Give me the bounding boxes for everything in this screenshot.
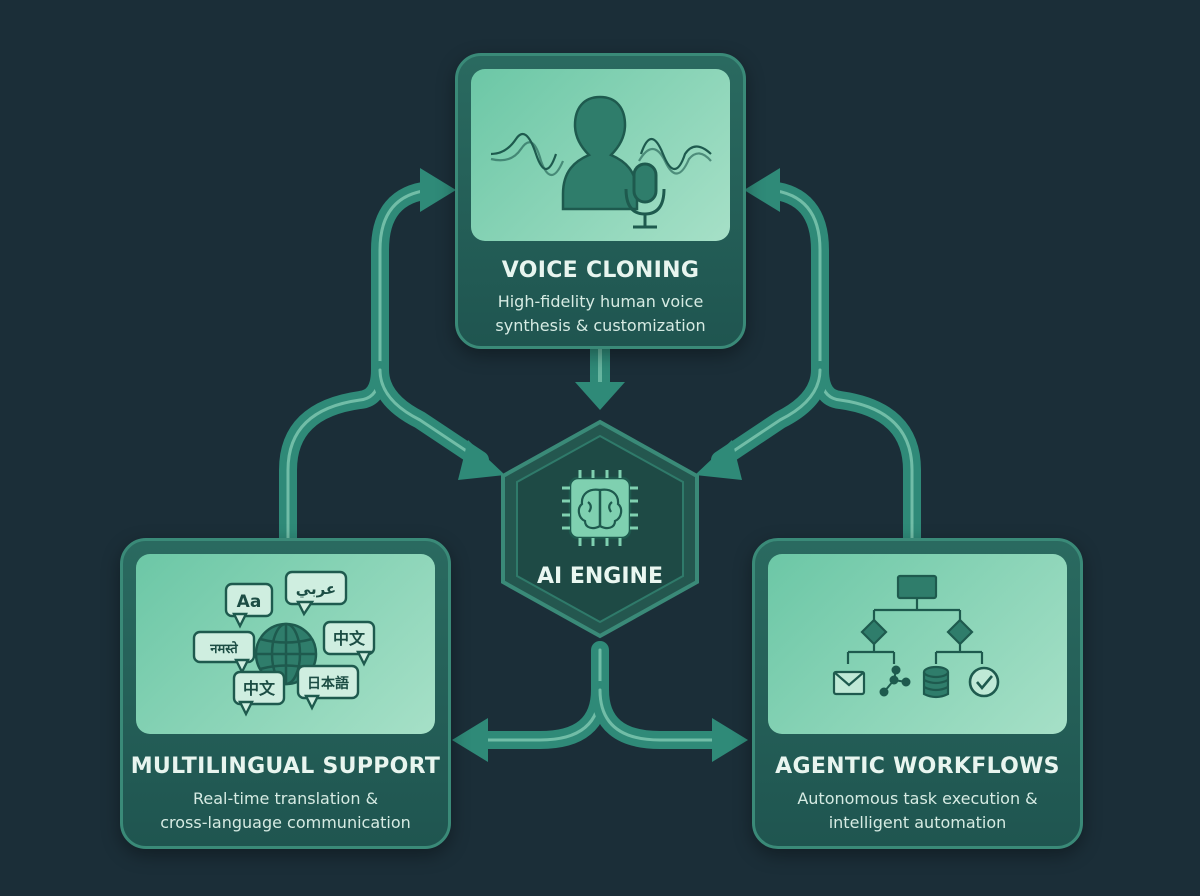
brain-chip-icon (562, 470, 638, 546)
ai-engine-label: AI ENGINE (537, 564, 663, 589)
graph-nodes-icon (879, 665, 911, 697)
speech-bubble-icon (224, 582, 274, 629)
voice-cloning-card: VOICE CLONING High-fidelity human voice … (455, 53, 746, 349)
speech-bubble-icon (192, 630, 256, 675)
description-line: Autonomous task execution & (797, 789, 1038, 808)
person-silhouette-icon (561, 95, 639, 211)
multilingual-support-card: Aa عربي नमस्ते (120, 538, 451, 849)
bubble-text: عربي (296, 580, 336, 598)
multilingual-support-description: Real-time translation & cross-language c… (123, 787, 448, 835)
bubble-text: Aa (237, 592, 262, 612)
connector-right (711, 181, 921, 549)
speech-bubble-icon (296, 664, 360, 711)
bubble-text: नमस्ते (209, 641, 238, 657)
description-line: High-fidelity human voice (497, 292, 704, 311)
connector-bottom (471, 641, 729, 749)
sound-wave-icon (490, 132, 712, 177)
bubble-text: 中文 (243, 679, 276, 698)
microphone-icon (624, 162, 666, 229)
agentic-workflows-card: AGENTIC WORKFLOWS Autonomous task execut… (752, 538, 1083, 849)
arrow-head (420, 168, 456, 212)
multilingual-support-title: MULTILINGUAL SUPPORT (130, 754, 441, 779)
speech-bubble-icon (284, 570, 348, 617)
agentic-workflows-illustration (768, 554, 1067, 734)
bubble-text: 中文 (333, 629, 366, 648)
database-icon (922, 665, 950, 699)
multilingual-illustration: Aa عربي नमस्ते (136, 554, 435, 734)
description-line: cross-language communication (160, 813, 411, 832)
arrow-head (452, 718, 488, 762)
voice-cloning-title: VOICE CLONING (501, 258, 700, 283)
arrow-head (744, 168, 780, 212)
connector-left (279, 181, 489, 549)
connector-voice-engine (575, 345, 625, 410)
arrow-head (695, 440, 742, 480)
voice-cloning-description: High-fidelity human voice synthesis & cu… (458, 290, 743, 338)
speech-bubble-icon (232, 670, 286, 717)
ai-engine-node: AI ENGINE (497, 418, 703, 640)
agentic-workflows-title: AGENTIC WORKFLOWS (775, 754, 1060, 779)
agentic-workflows-description: Autonomous task execution & intelligent … (755, 787, 1080, 835)
voice-cloning-illustration (471, 69, 730, 241)
speech-bubble-icon (322, 620, 376, 667)
description-line: intelligent automation (828, 813, 1007, 832)
description-line: Real-time translation & (192, 789, 379, 808)
flowchart-icon (846, 574, 984, 664)
checkmark-icon (968, 666, 1000, 698)
arrow-head (458, 440, 505, 480)
description-line: synthesis & customization (495, 316, 706, 335)
bubble-text: 日本語 (307, 675, 349, 692)
mail-icon (832, 670, 866, 696)
arrow-head (712, 718, 748, 762)
